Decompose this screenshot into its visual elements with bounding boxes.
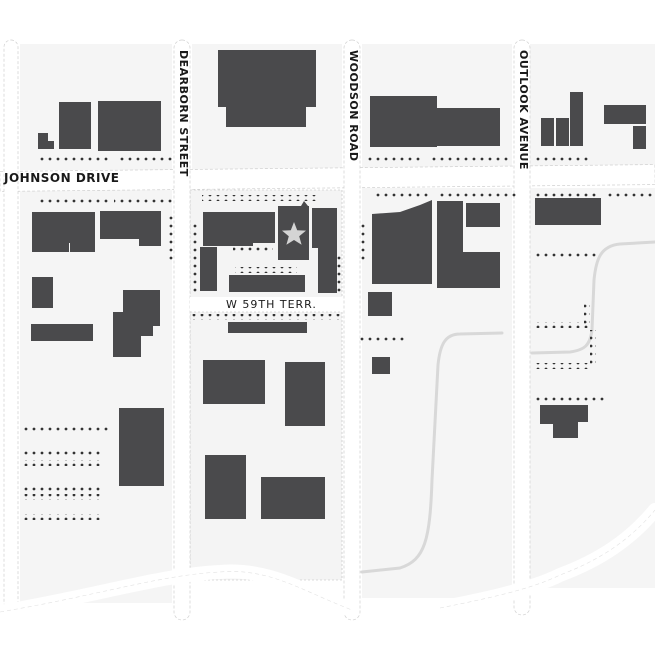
street-label-dearborn-street: DEARBORN STREET xyxy=(177,50,190,177)
streets xyxy=(0,39,655,621)
land-parcels xyxy=(20,44,655,603)
street-label-w-59th-terr: W 59TH TERR. xyxy=(226,298,317,311)
street-label-outlook-avenue: OUTLOOK AVENUE xyxy=(517,50,530,170)
street-label-woodson-road: WOODSON ROAD xyxy=(347,50,360,162)
walking-paths xyxy=(360,240,655,574)
street-label-johnson-drive: JOHNSON DRIVE xyxy=(4,171,120,185)
buildings xyxy=(31,50,646,519)
star-icon xyxy=(282,222,306,245)
parking-dots xyxy=(20,156,655,520)
